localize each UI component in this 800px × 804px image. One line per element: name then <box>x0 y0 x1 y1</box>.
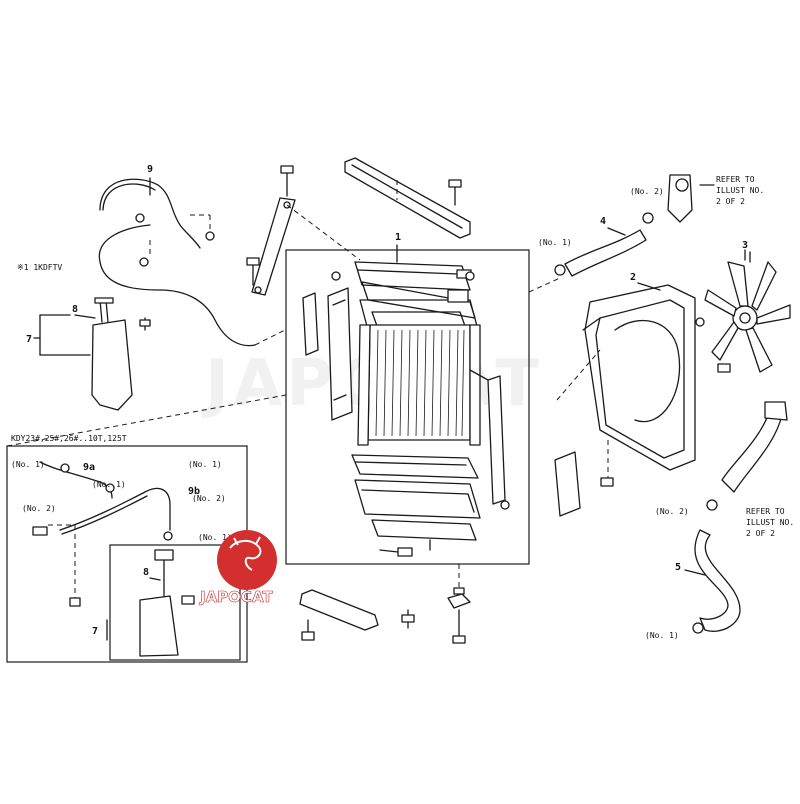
hose-4 <box>528 174 715 293</box>
callout-9a: 9a <box>83 462 95 473</box>
hose-5 <box>692 401 788 634</box>
callout-8-inset: 8 <box>143 567 149 578</box>
clamp-label-inset-no1-right: (No. 1) <box>188 460 222 469</box>
callout-7-inset: 7 <box>92 626 98 637</box>
callout-7: 7 <box>26 334 32 345</box>
clamp-label-no2-fan: (No. 2) <box>630 187 664 196</box>
callout-8: 8 <box>72 304 78 315</box>
engine-note: ※1 1KDFTV <box>17 263 62 272</box>
radiator-support-bar <box>344 157 471 239</box>
japocat-logo: JAPOCAT <box>199 530 277 606</box>
refer-bottom-3: 2 OF 2 <box>746 529 775 538</box>
lower-parts <box>299 451 581 644</box>
radiator-assembly <box>285 244 530 565</box>
fan-shroud <box>556 284 696 487</box>
callout-leaders <box>33 177 751 641</box>
bracket-left <box>246 165 361 296</box>
clamp-labels: (No. 2) (No. 1) (No. 2) (No. 1) (No. 1) … <box>11 187 689 640</box>
clamp-label-inset-no1-mid: (No. 1) <box>92 480 126 489</box>
clamp-label-inset-no1-tank: (No. 1) <box>198 533 232 542</box>
callout-3: 3 <box>742 240 748 251</box>
callouts: 1 2 3 4 5 7 8 9 9a 9b 7 8 <box>26 164 748 637</box>
variant-inset <box>6 394 287 663</box>
refer-top-3: 2 OF 2 <box>716 197 745 206</box>
refer-top-2: ILLUST NO. <box>716 186 764 195</box>
refer-top-1: REFER TO <box>716 175 755 184</box>
clamp-label-inset-no2-left: (No. 2) <box>22 504 56 513</box>
callout-4: 4 <box>600 216 606 227</box>
callout-1: 1 <box>395 232 401 243</box>
clamp-label-inset-no1-left: (No. 1) <box>11 460 45 469</box>
clamp-label-no1-hose5: (No. 1) <box>645 631 679 640</box>
callout-9: 9 <box>147 164 153 175</box>
refer-bottom-1: REFER TO <box>746 507 785 516</box>
callout-5: 5 <box>675 562 681 573</box>
clamp-label-inset-no2-9b: (No. 2) <box>192 494 226 503</box>
logo-text: JAPOCAT <box>199 588 273 606</box>
notes: ※1 1KDFTV KDY23#,25#,26#..10T,125T REFER… <box>11 175 794 538</box>
overflow-hose-upper <box>91 178 286 411</box>
callout-2: 2 <box>630 272 636 283</box>
clamp-label-no1-hose4: (No. 1) <box>538 238 572 247</box>
fan <box>695 249 791 373</box>
callout-9b: 9b <box>188 486 200 497</box>
refer-bottom-2: ILLUST NO. <box>746 518 794 527</box>
variant-note: KDY23#,25#,26#..10T,125T <box>11 434 127 443</box>
clamp-label-no2-hose5: (No. 2) <box>655 507 689 516</box>
